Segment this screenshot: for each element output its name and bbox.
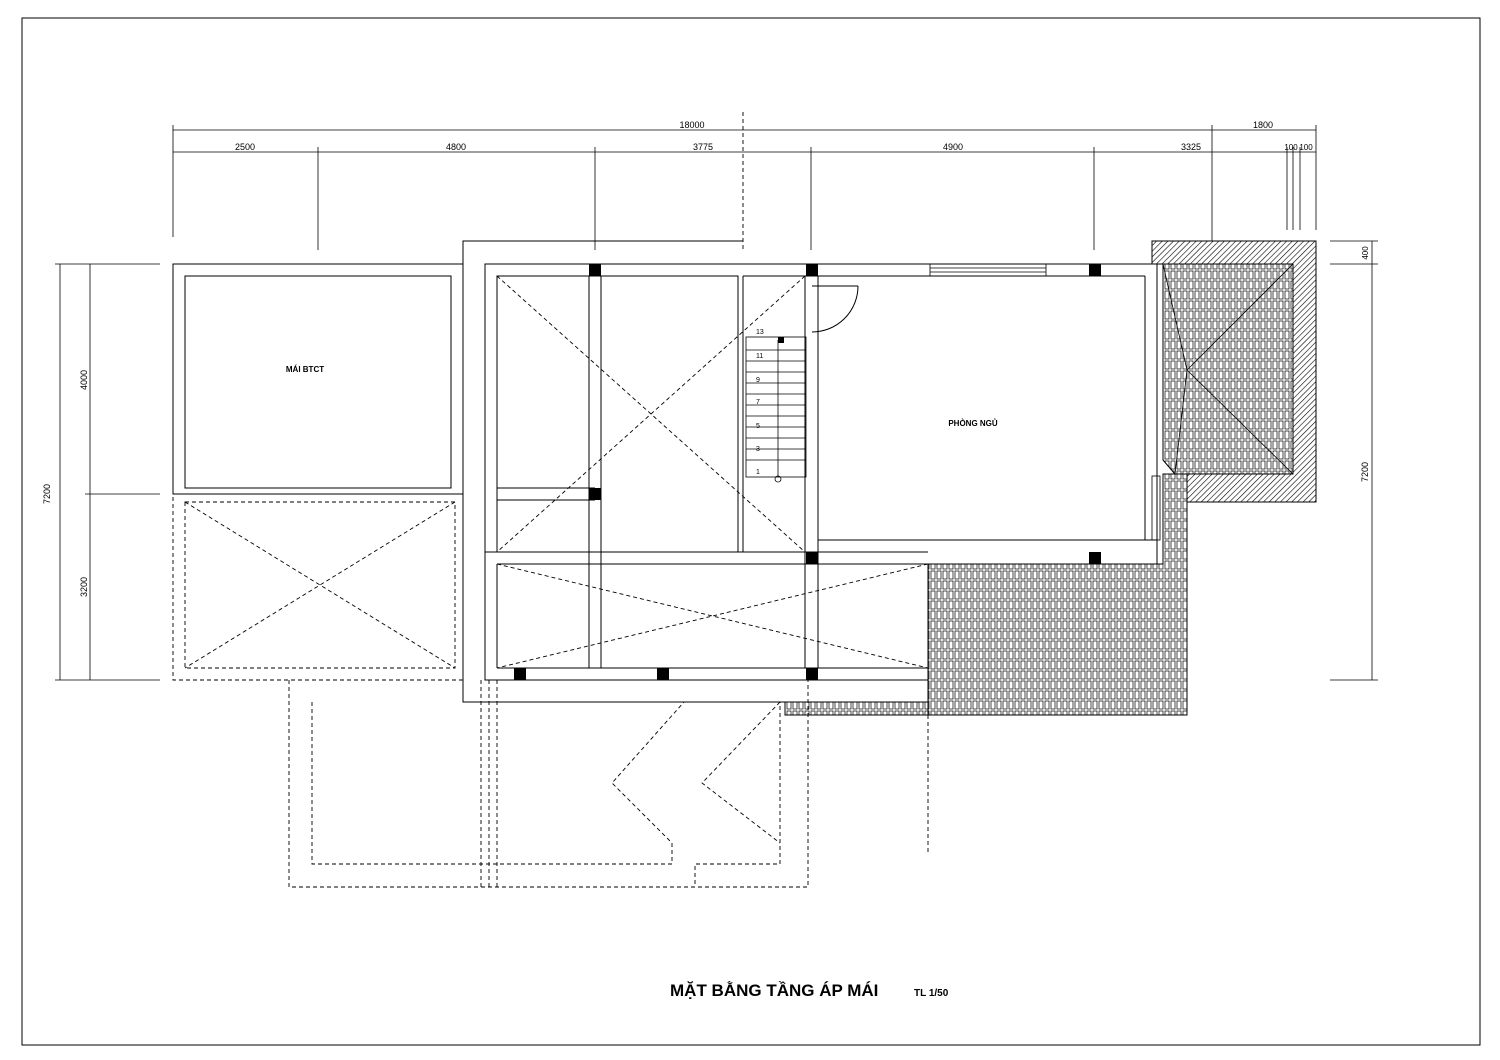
dim-left-seg-1: 4000 xyxy=(79,370,89,390)
main-building-outline xyxy=(462,240,1158,703)
main-voids xyxy=(496,275,929,669)
right-dimension-lines xyxy=(1330,240,1378,681)
sheet-border xyxy=(21,17,1481,1046)
stair-step-7: 7 xyxy=(756,399,760,406)
left-lower-void xyxy=(172,493,464,681)
dim-top-seg-5: 3325 xyxy=(1181,142,1201,152)
stair-step-13: 13 xyxy=(756,329,764,336)
bedroom-door xyxy=(811,285,859,333)
dim-top-seg-4: 4900 xyxy=(943,142,963,152)
stair-step-9: 9 xyxy=(756,377,760,384)
roof-slab-label: MÁI BTCT xyxy=(286,365,324,374)
dim-right-overall: 7200 xyxy=(1360,462,1370,482)
stair-step-11: 11 xyxy=(756,353,763,360)
stair-step-1: 1 xyxy=(756,469,760,476)
bedroom-window xyxy=(929,263,1047,277)
top-dimension-lines xyxy=(172,125,1317,250)
structural-columns xyxy=(514,264,1101,680)
left-dimension-lines xyxy=(55,263,160,681)
dim-left-overall: 7200 xyxy=(42,484,52,504)
lower-dashed-structure xyxy=(288,679,809,888)
dim-top-right-overall: 1800 xyxy=(1253,120,1273,130)
stair-step-5: 5 xyxy=(756,423,760,430)
dim-top-seg-2: 4800 xyxy=(446,142,466,152)
drawing-title: MẶT BẰNG TẦNG ÁP MÁI xyxy=(670,981,878,1000)
tiled-terrace xyxy=(784,473,1188,716)
dim-top-seg-7: 100 xyxy=(1299,143,1313,152)
dim-top-overall: 18000 xyxy=(679,120,704,130)
dim-left-seg-2: 3200 xyxy=(79,577,89,597)
drawing-scale: TL 1/50 xyxy=(914,988,949,999)
dim-top-seg-3: 3775 xyxy=(693,142,713,152)
bedroom-label: PHÒNG NGỦ xyxy=(948,419,998,428)
stair-step-3: 3 xyxy=(756,446,760,453)
roof-slab-block xyxy=(172,263,464,495)
dim-right-top: 400 xyxy=(1361,246,1370,260)
tiled-roof-right xyxy=(1151,240,1317,503)
dim-top-seg-1: 2500 xyxy=(235,142,255,152)
staircase xyxy=(745,336,807,483)
dim-top-seg-6: 100 xyxy=(1284,143,1298,152)
